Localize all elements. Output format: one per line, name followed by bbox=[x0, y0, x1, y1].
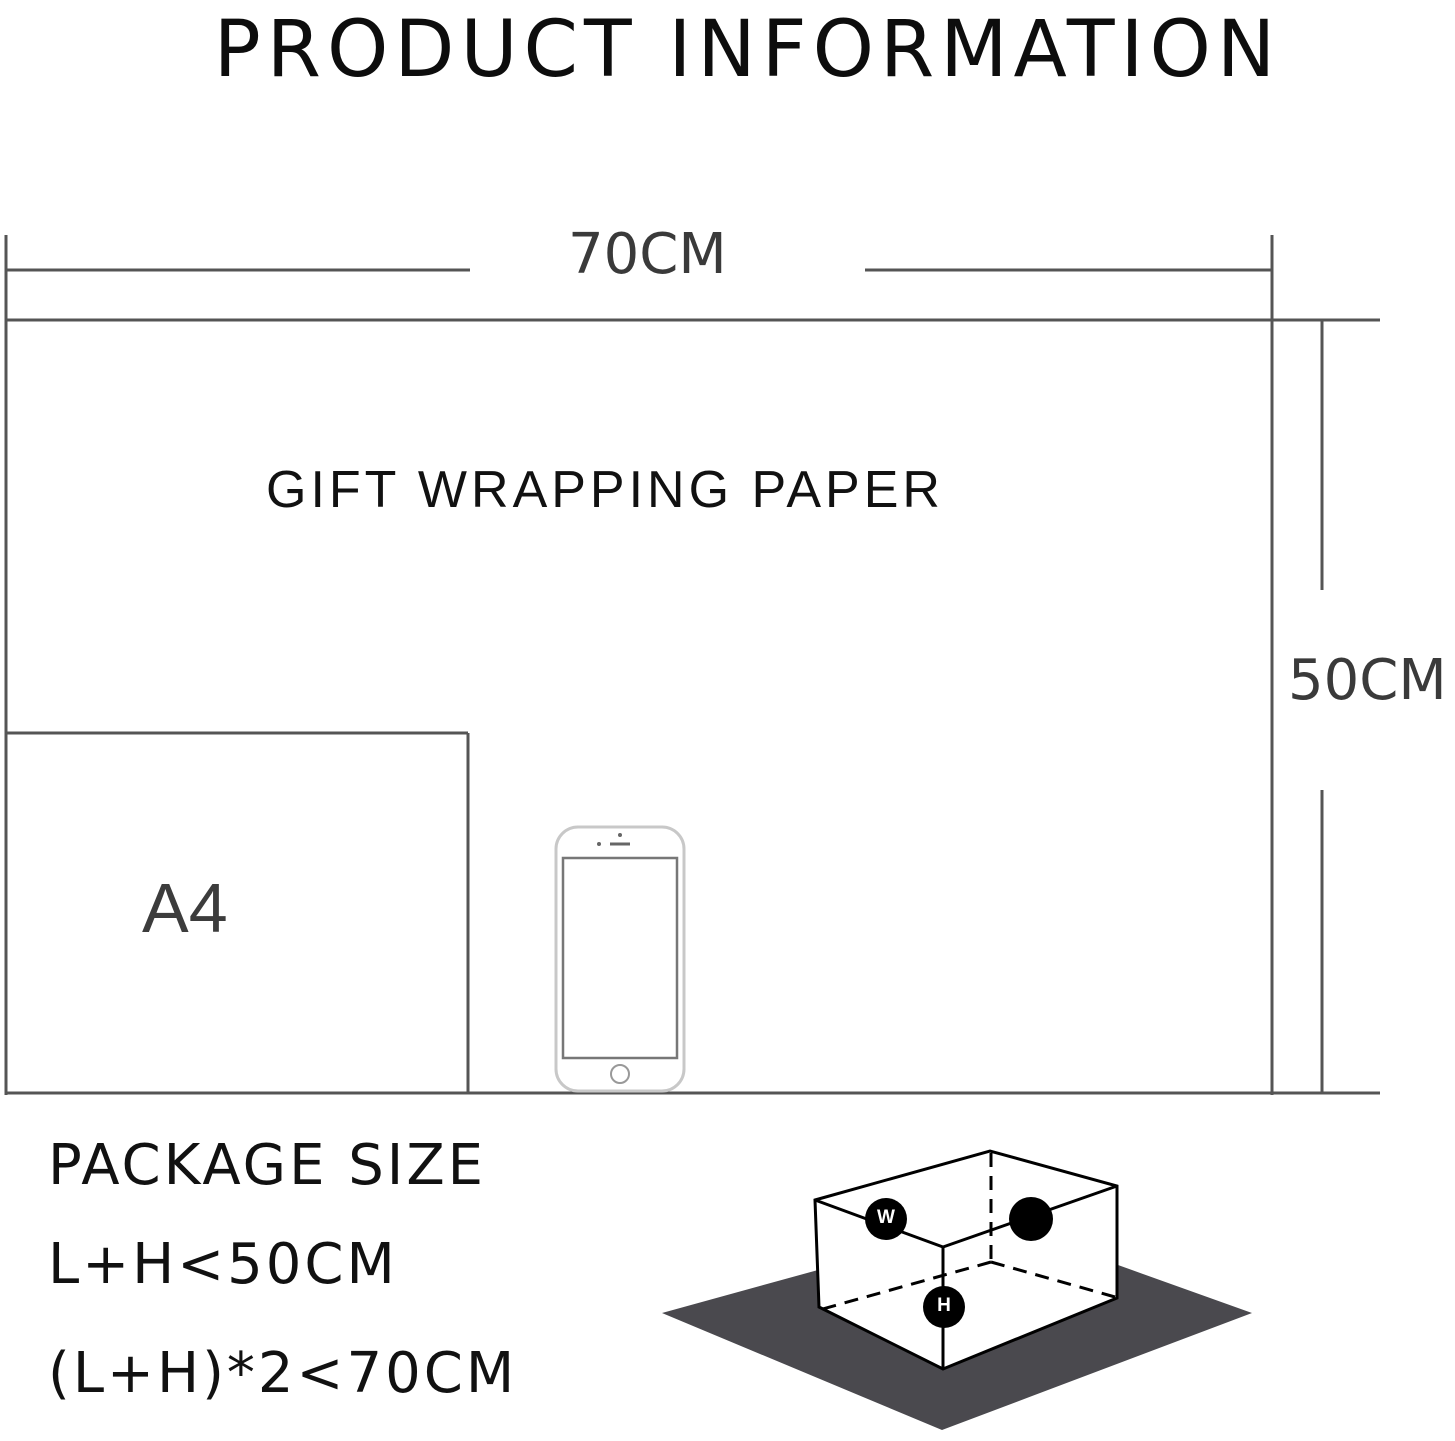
width-dimension-label: 70CM bbox=[568, 222, 727, 287]
paper-label: GIFT WRAPPING PAPER bbox=[266, 461, 944, 519]
height-marker-label: H bbox=[937, 1295, 951, 1316]
height-marker bbox=[923, 1286, 965, 1328]
width-marker bbox=[865, 1198, 907, 1240]
height-dimension-label: 50CM bbox=[1288, 648, 1447, 713]
page-title: PRODUCT INFORMATION bbox=[213, 5, 1282, 95]
package-rule-1: L+H<50CM bbox=[48, 1232, 398, 1297]
a4-label: A4 bbox=[142, 869, 228, 947]
smartphone-icon bbox=[554, 825, 686, 1093]
package-size-heading: PACKAGE SIZE bbox=[48, 1133, 487, 1198]
length-marker bbox=[1009, 1197, 1053, 1241]
width-marker-label: W bbox=[877, 1207, 895, 1228]
package-rule-2: (L+H)*2<70CM bbox=[48, 1341, 518, 1406]
package-box-illustration bbox=[662, 1149, 1252, 1430]
